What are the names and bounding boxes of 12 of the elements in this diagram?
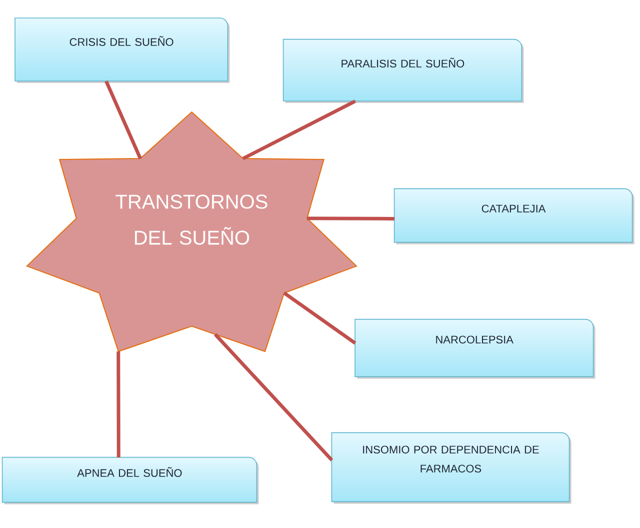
- text-box: PARALISIS DEL SUEÑO: [282, 38, 524, 103]
- connector-line: [104, 80, 142, 160]
- text-box: APNEA DEL SUEÑO: [2, 456, 259, 504]
- connector-line: [214, 333, 334, 462]
- connector-line: [283, 292, 356, 345]
- connector-line: [307, 216, 395, 220]
- text-box: INSOMIO POR DEPENDENCIA DE FARMACOS: [331, 432, 572, 504]
- text-box: NARCOLEPSIA: [354, 318, 596, 379]
- connector-line: [242, 100, 356, 160]
- text-box: CATAPLEJIA: [394, 188, 634, 244]
- connector-line: [116, 352, 120, 458]
- text-box: CRISIS DEL SUEÑO: [14, 18, 230, 83]
